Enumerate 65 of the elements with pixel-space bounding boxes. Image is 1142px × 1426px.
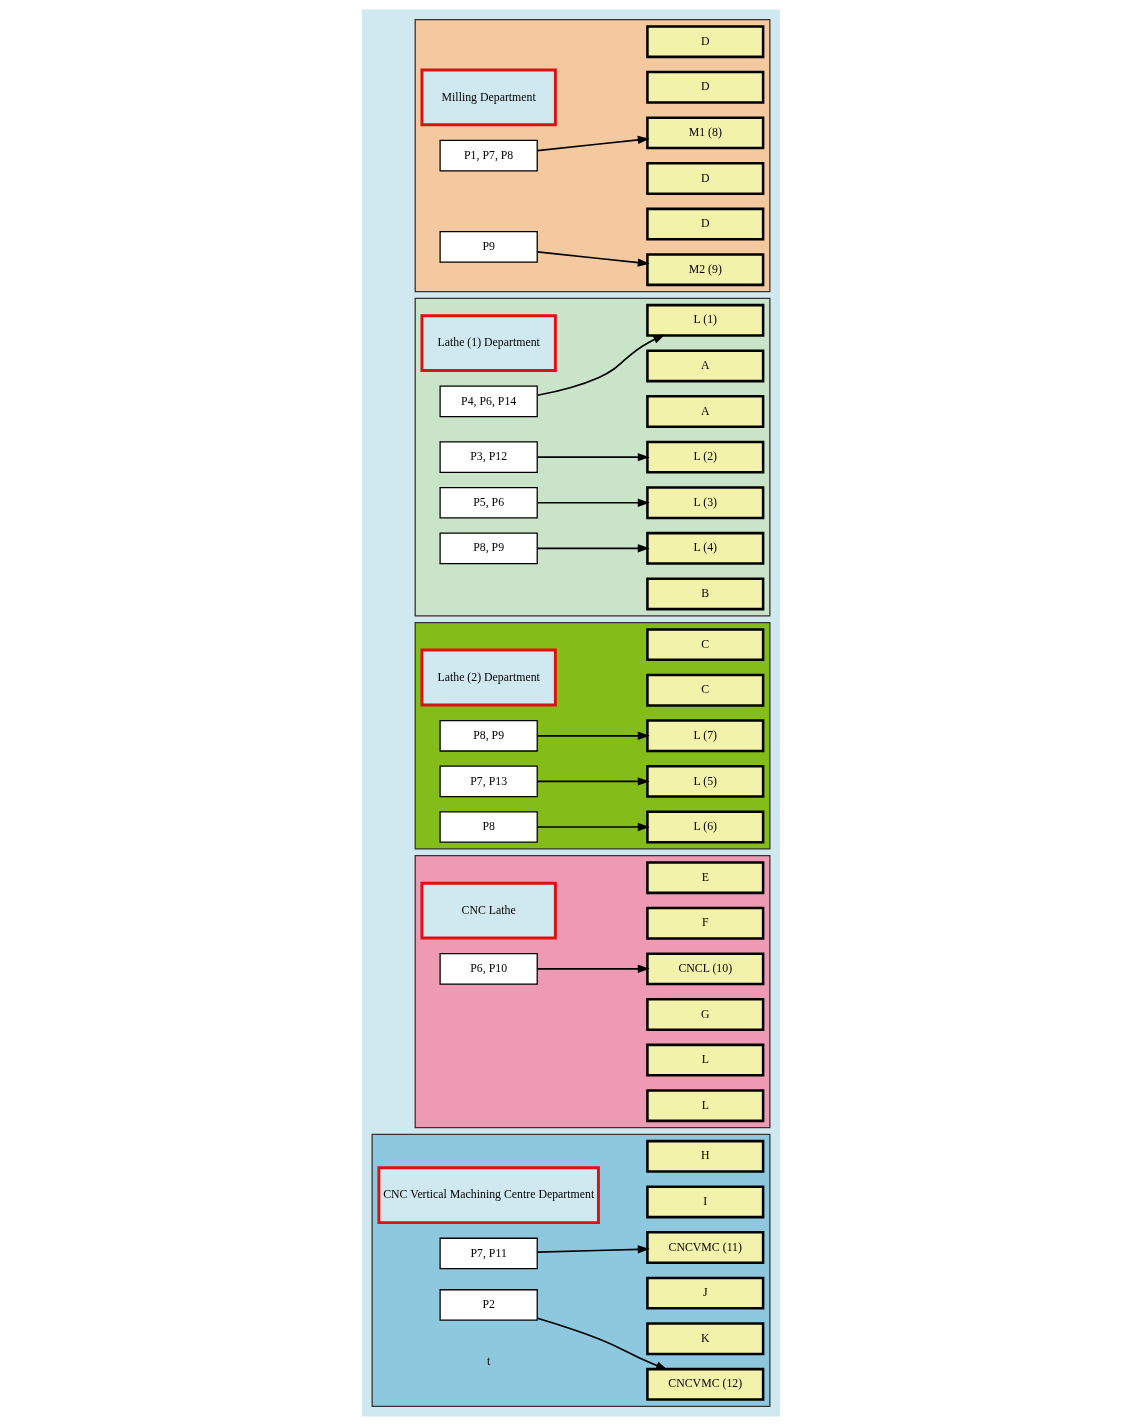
- arrow: [536, 453, 650, 462]
- arrow: [536, 544, 650, 553]
- node-box: L (1): [646, 303, 765, 337]
- node-box: D: [646, 70, 765, 104]
- node-box: P1, P7, P8: [439, 139, 538, 172]
- cluster: [414, 297, 771, 617]
- node-box: CNCL (10): [646, 952, 765, 986]
- arrow: [536, 1317, 668, 1370]
- arrow: [536, 135, 650, 152]
- node-box: I: [646, 1185, 765, 1219]
- node-box: CNCVMC (11): [646, 1231, 765, 1264]
- node-box: P8: [439, 811, 538, 843]
- node-box: Lathe (2) Department: [420, 648, 557, 707]
- node-box: L (3): [646, 486, 765, 520]
- node-box: D: [646, 207, 765, 241]
- node-box: P3, P12: [439, 441, 538, 473]
- node-box: F: [646, 906, 765, 940]
- node-box: A: [646, 395, 765, 428]
- node-box: A: [646, 349, 765, 383]
- node-box: L (7): [646, 719, 765, 753]
- node-box: L (4): [646, 531, 765, 565]
- node-box: P8, P9: [439, 532, 538, 565]
- arrow: [536, 731, 650, 740]
- arrow: [536, 822, 650, 832]
- arrow: [536, 251, 650, 267]
- node-box: D: [646, 162, 765, 195]
- label: t: [487, 1353, 491, 1368]
- node-box: P9: [439, 231, 538, 263]
- node-box: M1 (8): [646, 116, 765, 150]
- node-box: L (5): [646, 764, 765, 798]
- cluster: [414, 855, 771, 1129]
- arrow: [536, 334, 666, 397]
- node-box: C: [646, 628, 765, 662]
- node-box: CNCVMC (12): [646, 1367, 765, 1401]
- arrow: [536, 498, 650, 507]
- arrow: [536, 1245, 650, 1254]
- node-box: CNC Lathe: [420, 881, 557, 940]
- node-box: L (2): [646, 440, 765, 474]
- cluster: [371, 1133, 771, 1407]
- cluster: [414, 19, 771, 293]
- node-box: L: [646, 1043, 765, 1077]
- node-box: J: [646, 1276, 765, 1310]
- node-box: H: [646, 1139, 765, 1173]
- node-box: P7, P11: [439, 1237, 538, 1270]
- arrow: [536, 964, 650, 973]
- node-box: Milling Department: [420, 68, 557, 127]
- arrow: [536, 777, 650, 786]
- node-box: M2 (9): [646, 253, 765, 287]
- node-box: L: [646, 1089, 765, 1123]
- node-box: CNC Vertical Machining Centre Department: [377, 1166, 600, 1225]
- node-box: P2: [439, 1289, 538, 1321]
- node-box: E: [646, 861, 765, 895]
- node-box: L (6): [646, 810, 765, 844]
- node-box: P5, P6: [439, 486, 538, 519]
- node-box: B: [646, 577, 765, 611]
- node-box: C: [646, 673, 765, 707]
- cluster: [414, 622, 771, 850]
- node-box: P6, P10: [439, 953, 538, 985]
- node-box: D: [646, 25, 765, 59]
- node-box: P4, P6, P14: [439, 385, 538, 418]
- node-box: G: [646, 998, 765, 1031]
- node-box: P7, P13: [439, 765, 538, 798]
- node-box: P8, P9: [439, 719, 538, 752]
- node-box: Lathe (1) Department: [420, 314, 557, 373]
- node-box: K: [646, 1322, 765, 1356]
